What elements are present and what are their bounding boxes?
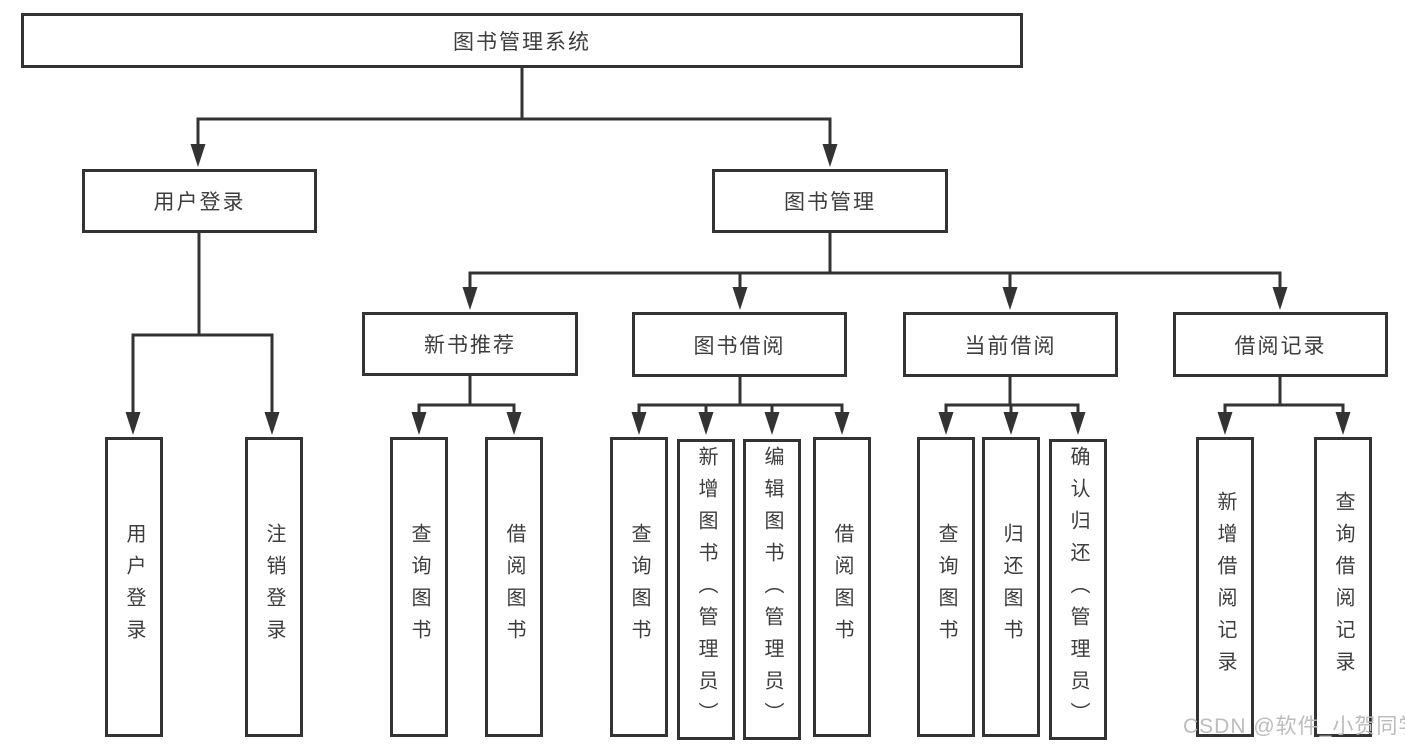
leaf-confirm-return-admin-label: 确认归还（管理员） — [1067, 446, 1089, 734]
node-borrow-records: 借阅记录 — [1173, 312, 1388, 377]
node-user-login: 用户登录 — [82, 169, 317, 233]
leaf-query-books-current: 查询图书 — [917, 437, 975, 737]
leaf-borrow-books-recommend-label: 借阅图书 — [503, 523, 525, 651]
leaf-query-books-borrow: 查询图书 — [610, 437, 668, 737]
node-root-system: 图书管理系统 — [21, 13, 1023, 68]
leaf-query-books-borrow-label: 查询图书 — [628, 523, 650, 651]
leaf-borrow-books-recommend: 借阅图书 — [485, 437, 543, 737]
leaf-borrow-books-label: 借阅图书 — [831, 523, 853, 651]
node-user-login-label: 用户登录 — [153, 191, 246, 214]
leaf-add-book-admin: 新增图书（管理员） — [677, 439, 735, 740]
leaf-confirm-return-admin: 确认归还（管理员） — [1049, 439, 1107, 740]
leaf-query-borrow-record-label: 查询借阅记录 — [1332, 491, 1354, 683]
leaf-edit-book-admin-label: 编辑图书（管理员） — [761, 446, 783, 734]
node-book-management-label: 图书管理 — [784, 191, 876, 214]
leaf-logout: 注销登录 — [245, 437, 303, 737]
leaf-borrow-books: 借阅图书 — [813, 437, 871, 737]
arrowheads — [125, 144, 1351, 435]
node-book-borrow: 图书借阅 — [632, 312, 847, 377]
leaf-query-books-recommend: 查询图书 — [390, 437, 448, 737]
leaf-logout-label: 注销登录 — [263, 523, 285, 651]
node-current-borrow: 当前借阅 — [903, 312, 1118, 377]
leaf-query-books-recommend-label: 查询图书 — [408, 523, 430, 651]
node-current-borrow-label: 当前借阅 — [964, 334, 1057, 358]
node-new-book-recommend: 新书推荐 — [362, 312, 578, 376]
leaf-user-login-label: 用户登录 — [123, 523, 145, 651]
csdn-watermark: CSDN @软件_小贺同学 — [1183, 715, 1405, 738]
node-new-book-recommend-label: 新书推荐 — [424, 334, 516, 357]
leaf-return-books-label: 归还图书 — [1000, 523, 1022, 651]
leaf-query-books-current-label: 查询图书 — [935, 523, 957, 651]
node-root-system-label: 图书管理系统 — [453, 30, 591, 54]
leaf-add-borrow-record-label: 新增借阅记录 — [1214, 491, 1236, 683]
node-borrow-records-label: 借阅记录 — [1234, 334, 1327, 358]
leaf-query-borrow-record: 查询借阅记录 — [1314, 437, 1372, 737]
leaf-return-books: 归还图书 — [982, 437, 1040, 737]
node-book-management: 图书管理 — [712, 169, 948, 233]
leaf-edit-book-admin: 编辑图书（管理员） — [743, 439, 801, 740]
leaf-add-book-admin-label: 新增图书（管理员） — [695, 446, 717, 734]
leaf-user-login: 用户登录 — [105, 437, 163, 737]
leaf-add-borrow-record: 新增借阅记录 — [1196, 437, 1254, 737]
node-book-borrow-label: 图书借阅 — [693, 334, 786, 358]
